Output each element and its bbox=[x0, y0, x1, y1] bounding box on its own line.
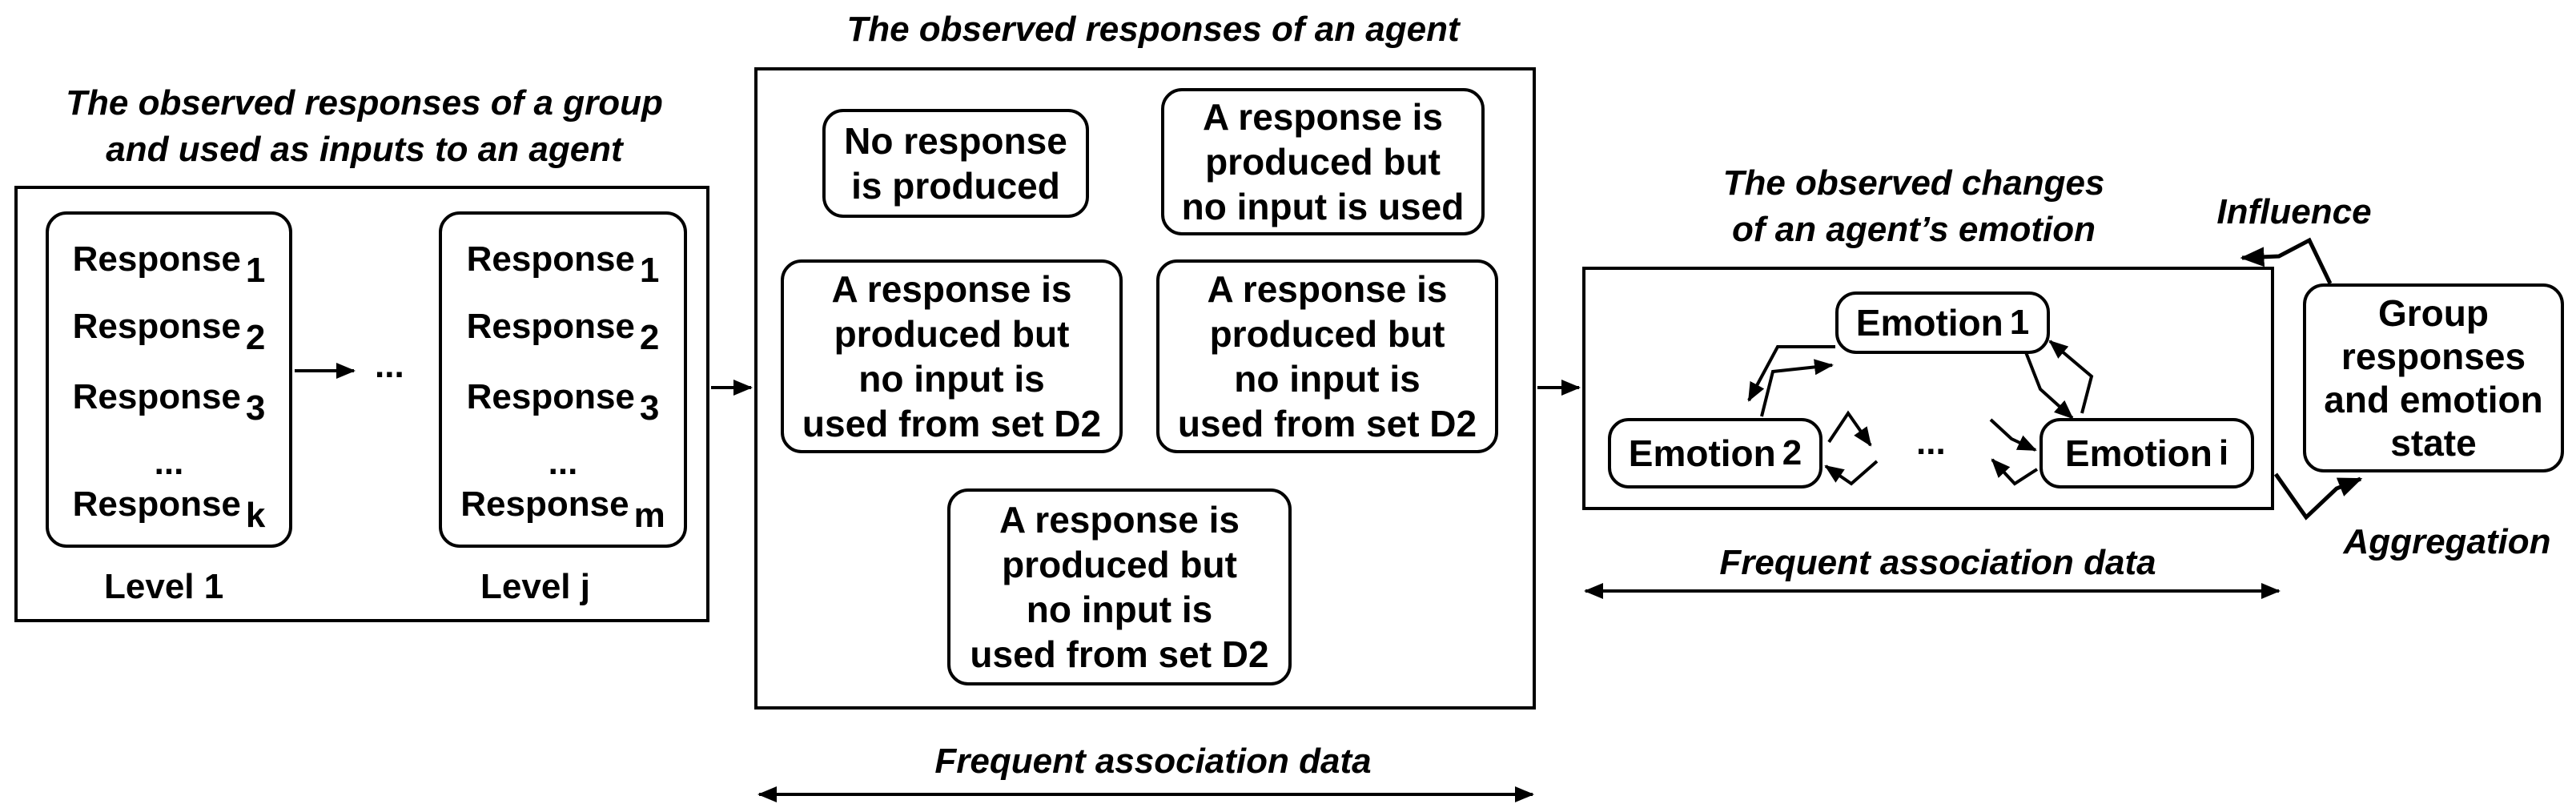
response-index: 3 bbox=[245, 388, 266, 428]
group-panel-frame bbox=[14, 186, 709, 622]
response-text: Response bbox=[72, 239, 241, 279]
emotion2-to-ellipsis-arrow bbox=[1827, 410, 1872, 447]
response-no-input-box: A response is produced but no input is u… bbox=[1161, 88, 1485, 235]
aggregation-arrow bbox=[2273, 472, 2363, 521]
influence-arrow bbox=[2240, 237, 2333, 285]
response-index: 2 bbox=[639, 318, 660, 357]
emotion-text: Emotion bbox=[1628, 432, 1776, 474]
agent-panel-frame bbox=[754, 67, 1536, 710]
response-no-d2-input-box-2: A response is produced but no input is u… bbox=[1156, 259, 1498, 453]
emotioni-to-ellipsis-arrow bbox=[1991, 458, 2039, 486]
levelj-ellipsis: ... bbox=[442, 440, 684, 485]
emotion-index: 2 bbox=[1782, 433, 1802, 472]
emotion-index: i bbox=[2218, 433, 2229, 472]
no-response-box: No response is produced bbox=[822, 109, 1089, 218]
response-index: 2 bbox=[245, 318, 266, 357]
emotion1-to-emotioni-arrow bbox=[2024, 352, 2074, 420]
emotion-footer-label: Frequent association data bbox=[1719, 543, 2156, 582]
agent-footer-label: Frequent association data bbox=[934, 742, 1372, 781]
emotion-ellipsis: ... bbox=[1916, 423, 1946, 462]
response-text: Response bbox=[72, 484, 241, 524]
response-no-d2-input-box-3: A response is produced but no input is u… bbox=[947, 488, 1292, 685]
response-text: Response bbox=[460, 484, 629, 524]
emotion-text: Emotion bbox=[1855, 302, 2003, 344]
emotion1-to-emotion2-arrow bbox=[1747, 345, 1835, 402]
emotioni-to-emotion1-arrow bbox=[2048, 340, 2094, 414]
aggregation-label: Aggregation bbox=[2343, 522, 2551, 561]
level1-ellipsis: ... bbox=[49, 440, 289, 485]
emotion-panel-title: The observed changes of an agent’s emoti… bbox=[1722, 163, 2105, 249]
response-index: m bbox=[633, 496, 665, 535]
response-text: ... bbox=[548, 443, 578, 482]
levels-ellipsis: ... bbox=[375, 346, 404, 385]
response-text: Response bbox=[466, 239, 635, 279]
response-text: Response bbox=[72, 307, 241, 346]
group-state-box: Group responses and emotion state bbox=[2303, 283, 2564, 472]
level1-label: Level 1 bbox=[104, 567, 224, 606]
ellipsis-to-emotion2-arrow bbox=[1824, 460, 1879, 486]
response-index: 3 bbox=[639, 388, 660, 428]
agent-panel-title: The observed responses of an agent bbox=[846, 10, 1460, 49]
response-text: Response bbox=[72, 377, 241, 416]
response-text: ... bbox=[154, 443, 184, 482]
emotion-text: Emotion bbox=[2064, 432, 2212, 474]
response-no-d2-input-box-1: A response is produced but no input is u… bbox=[781, 259, 1123, 453]
ellipsis-to-emotioni-arrow bbox=[1989, 418, 2037, 452]
influence-label: Influence bbox=[2216, 192, 2372, 231]
response-text: Response bbox=[466, 377, 635, 416]
group-panel-title: The observed responses of a group and us… bbox=[66, 83, 663, 169]
response-index: 1 bbox=[245, 251, 266, 290]
response-index: k bbox=[245, 496, 266, 535]
response-text: Response bbox=[466, 307, 635, 346]
emotion2-to-emotion1-arrow bbox=[1760, 359, 1834, 417]
emotion-panel-frame bbox=[1582, 267, 2274, 510]
response-index: 1 bbox=[639, 251, 660, 290]
levelj-label: Level j bbox=[480, 567, 590, 606]
emotion-index: 1 bbox=[2009, 303, 2030, 342]
